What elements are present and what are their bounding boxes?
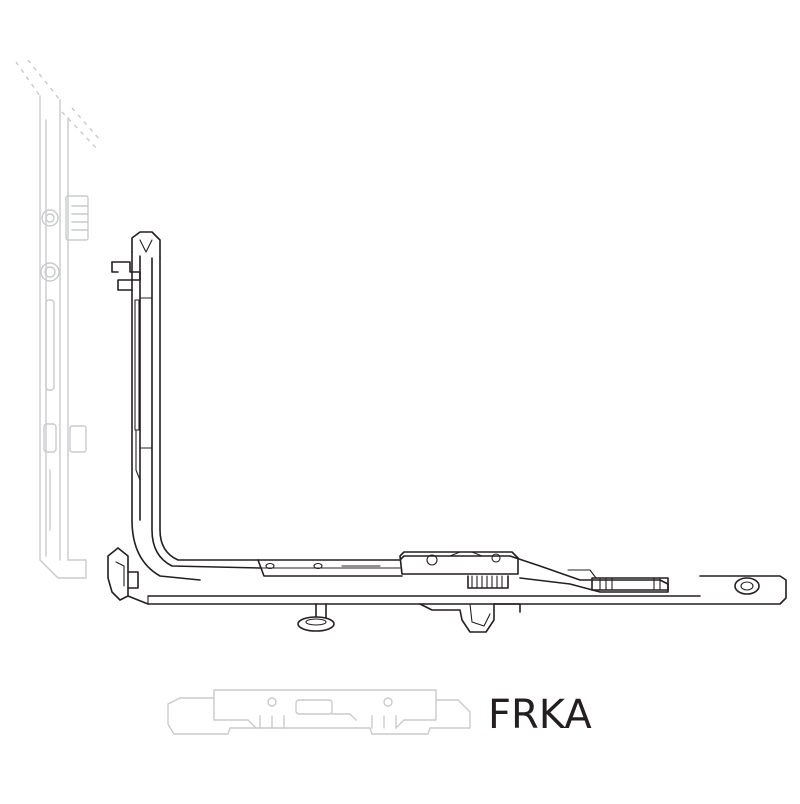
horizontal-base-rail <box>127 575 787 605</box>
ghost-keeper-plate <box>167 689 471 735</box>
lower-components <box>297 603 521 633</box>
ghost-sash-profile <box>15 59 101 579</box>
corner-bracket <box>107 547 139 601</box>
connector-bar <box>257 551 669 593</box>
corner-drive-vertical-arm <box>111 231 261 581</box>
product-label: FRKA <box>488 692 592 738</box>
